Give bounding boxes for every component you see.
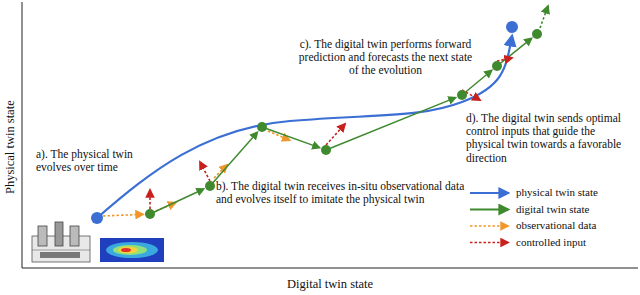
axis-label: Physical twin state xyxy=(3,87,17,207)
legend-sample xyxy=(470,242,508,244)
digital-twin-arrow xyxy=(150,189,204,214)
physical-twin-curve xyxy=(97,36,512,218)
legend-sample xyxy=(470,225,508,227)
digital-twin-dot xyxy=(457,90,467,100)
digital-twin-arrow xyxy=(326,98,456,150)
machine-sketch xyxy=(32,222,90,262)
digital-twin-dot xyxy=(205,181,215,191)
observation-arrow xyxy=(103,214,143,216)
control-arrow xyxy=(149,190,151,209)
digital-twin-dot xyxy=(492,61,502,71)
y-axis xyxy=(22,2,23,268)
x-axis xyxy=(22,268,638,269)
control-arrow xyxy=(497,58,512,61)
start-dot xyxy=(91,212,103,224)
digital-twin-dot xyxy=(257,122,267,132)
legend-text: digital twin state xyxy=(516,203,589,215)
legend-text: observational data xyxy=(516,219,596,231)
heatmap-image xyxy=(100,238,164,262)
annotation: d). The digital twin sends optimal contr… xyxy=(466,112,636,165)
observation-arrow xyxy=(214,165,227,178)
digital-twin-dot xyxy=(532,29,542,39)
annotation: c). The digital twin performs forward pr… xyxy=(298,38,473,78)
forecast-arrow xyxy=(540,6,548,28)
control-arrow xyxy=(200,162,210,181)
digital-twin-dot xyxy=(321,145,331,155)
digital-twin-arrow xyxy=(210,132,257,186)
legend-text: physical twin state xyxy=(516,186,598,198)
control-arrow xyxy=(326,124,345,145)
digital-twin-arrow xyxy=(262,127,319,148)
annotation: a). The physical twin evolves over time xyxy=(36,148,156,174)
digital-twin-arrow xyxy=(497,38,532,66)
digital-twin-arrow xyxy=(462,70,492,95)
annotation: b). The digital twin receives in-situ ob… xyxy=(216,180,466,206)
end-dot xyxy=(506,21,518,33)
legend-sample xyxy=(470,192,508,194)
legend-text: controlled input xyxy=(516,236,586,248)
axis-label: Digital twin state xyxy=(240,277,420,291)
digital-twin-dot xyxy=(145,209,155,219)
legend-sample xyxy=(470,209,508,211)
